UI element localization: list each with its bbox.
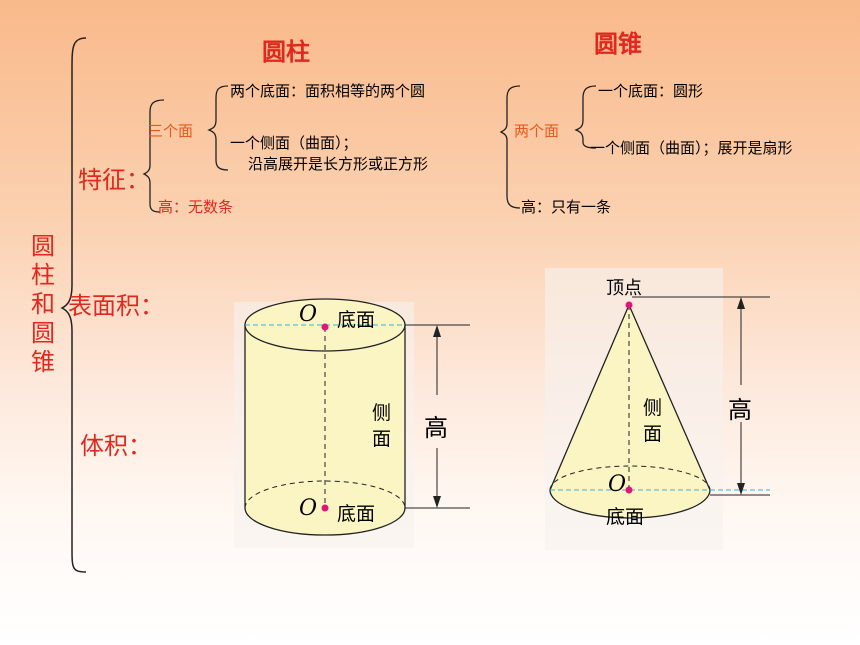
cone-side-label-2: 面 [643,423,663,445]
cylinder-side-label-1: 侧 [372,402,392,424]
cone-title: 圆锥 [594,30,642,58]
cone-apex-dot [625,301,633,309]
cone-features-brace [499,85,521,209]
main-title-char: 和 [31,290,55,318]
cylinder-top-base-label: 底面 [337,309,376,331]
cone-height-label: 高 [728,396,752,424]
cylinder-side-face-line2: 沿高展开是长方形或正方形 [248,155,429,173]
main-brace [60,37,87,573]
cone-faces-group-label: 两个面 [514,122,560,140]
cone-figure [545,268,770,550]
cylinder-side-label-2: 面 [372,428,392,450]
cone-center-label: O [608,472,627,497]
main-title-char: 圆 [31,319,55,347]
cylinder-bottom-center-dot [321,504,329,512]
main-title-char: 柱 [31,261,55,289]
cylinder-height: 高：无数条 [158,196,233,217]
features-label: 特征： [78,166,150,194]
volume-label: 体积： [80,432,152,460]
cylinder-height-text: 高：无数条 [158,198,234,216]
cylinder-faces-brace [207,85,229,171]
cylinder-top-center-label: O [299,302,318,327]
features-brace [142,99,165,213]
cylinder-base-faces: 两个底面：面积相等的两个圆 [230,82,426,100]
cylinder-figure [234,298,470,548]
cylinder-faces-group-label: 三个面 [148,122,194,140]
cylinder-side-face-line1: 一个侧面（曲面）； [230,134,358,152]
main-title-char: 圆 [31,232,55,260]
cone-apex-label: 顶点 [606,278,642,299]
cone-center-dot [625,486,633,494]
cone-faces-brace [574,85,597,149]
cone-base-face: 一个底面：圆形 [598,82,704,100]
cylinder-title: 圆柱 [262,38,310,66]
main-title: 圆 柱 和 圆 锥 [28,232,58,377]
cone-side-face: 一个侧面（曲面）；展开是扇形 [590,139,793,157]
cone-side-label-1: 侧 [643,397,663,419]
cylinder-height-label: 高 [424,414,448,442]
cone-base-label: 底面 [606,506,645,528]
surface-area-label: 表面积： [68,292,164,320]
cylinder-bottom-center-label: O [299,496,318,521]
cylinder-bottom-base-label: 底面 [337,503,376,525]
main-title-char: 锥 [31,348,55,376]
cylinder-top-center-dot [321,323,329,331]
cone-height: 高：只有一条 [521,198,612,216]
